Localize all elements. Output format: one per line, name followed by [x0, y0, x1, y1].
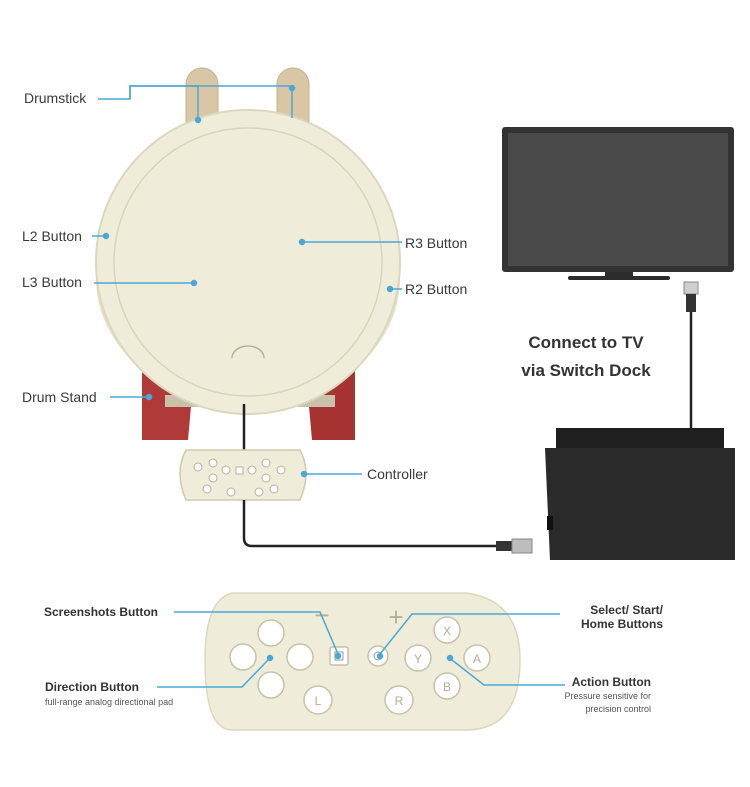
drumstick-label: Drumstick — [24, 90, 87, 106]
select-start-home-line-2: Home Buttons — [581, 617, 663, 631]
r2-button-label: R2 Button — [405, 281, 468, 297]
select-start-home-line-1: Select/ Start/ — [590, 603, 663, 617]
b-key-label: B — [443, 680, 451, 694]
drum-body — [95, 109, 401, 415]
callout-lines — [92, 84, 565, 688]
direction-button-label: Direction Button — [45, 680, 139, 694]
screenshots-button-label: Screenshots Button — [44, 605, 159, 619]
tv — [502, 127, 734, 280]
connect-line-2: via Switch Dock — [521, 361, 651, 380]
controller-label: Controller — [367, 466, 428, 482]
y-key-label: Y — [414, 652, 422, 666]
drum-stand-label: Drum Stand — [22, 389, 97, 405]
select-start-home-label: Select/ Start/ Home Buttons — [563, 603, 663, 631]
r3-button-label: R3 Button — [405, 235, 468, 251]
connect-heading: Connect to TV via Switch Dock — [491, 329, 681, 385]
action-desc-line-1: Pressure sensitive for — [564, 691, 651, 701]
action-button-desc: Pressure sensitive for precision control — [551, 690, 651, 716]
switch-dock — [545, 428, 735, 560]
l-key-label: L — [315, 694, 322, 708]
small-controller — [179, 449, 307, 501]
l3-button-label: L3 Button — [22, 274, 82, 290]
action-button-label: Action Button — [571, 675, 651, 689]
plus-key-label: + — [388, 602, 403, 632]
direction-button-desc: full-range analog directional pad — [45, 697, 174, 707]
l2-button-label: L2 Button — [22, 228, 82, 244]
action-desc-line-2: precision control — [585, 704, 651, 714]
connect-line-1: Connect to TV — [528, 333, 644, 352]
a-key-label: A — [473, 652, 481, 666]
x-key-label: X — [443, 624, 451, 638]
r-key-label: R — [395, 694, 404, 708]
